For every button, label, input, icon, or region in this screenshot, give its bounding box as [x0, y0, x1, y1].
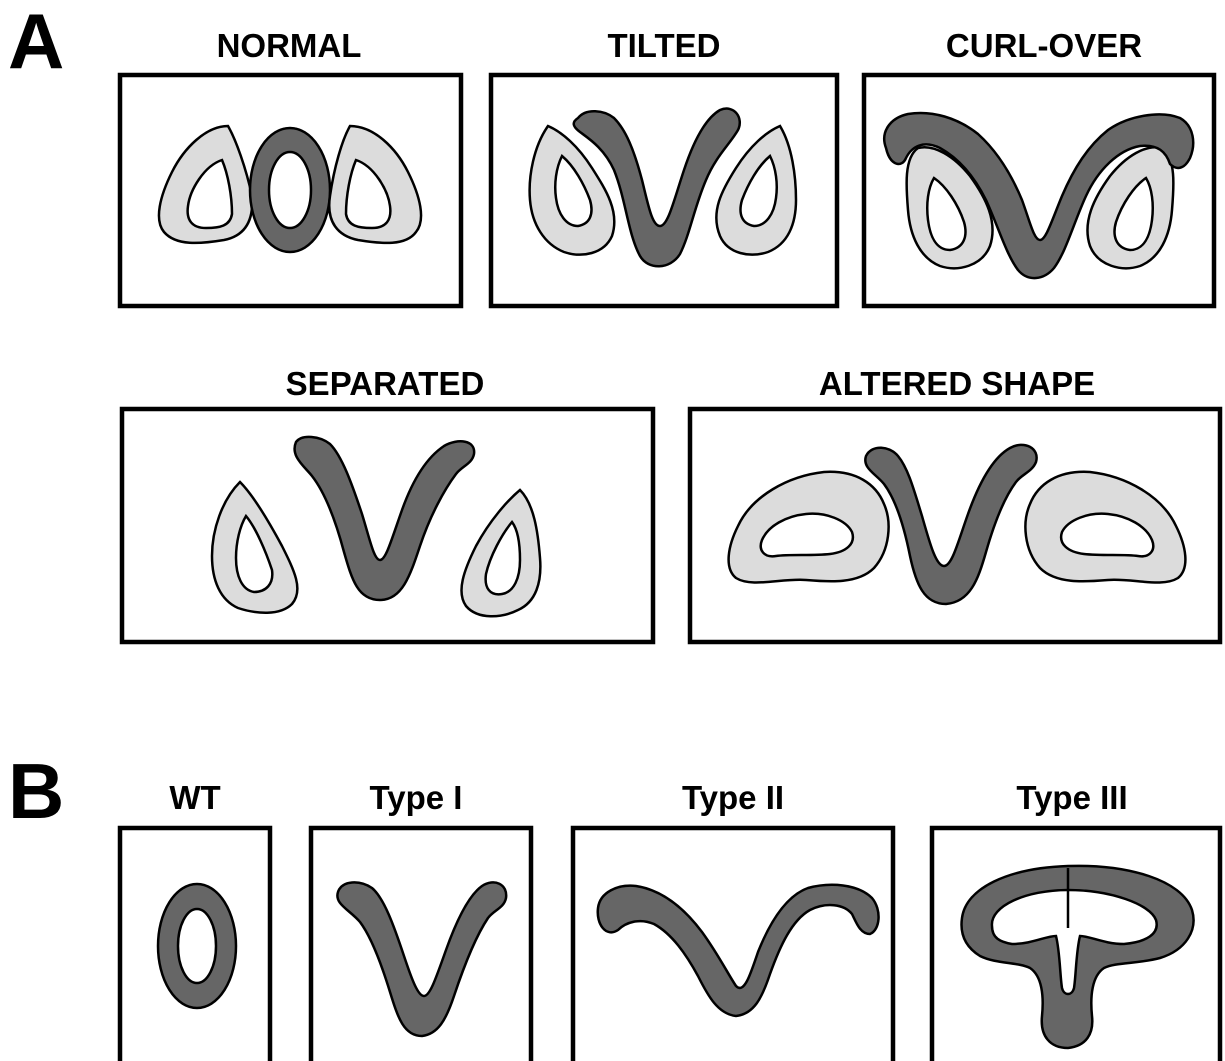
type-2-label: Type II	[682, 779, 784, 816]
separated-label: SEPARATED	[286, 365, 485, 402]
wt-illustration	[158, 884, 236, 1008]
normal-label: NORMAL	[217, 27, 362, 64]
type-3-label: Type III	[1016, 779, 1127, 816]
curl-over-label: CURL-OVER	[946, 27, 1142, 64]
type-1-label: Type I	[370, 779, 463, 816]
type-2-box	[573, 828, 893, 1061]
normal-illustration	[159, 126, 421, 252]
separated-box	[122, 409, 653, 642]
panel-a-letter: A	[8, 0, 64, 85]
panel-b-letter: B	[8, 747, 64, 835]
wt-label: WT	[169, 779, 220, 816]
altered-shape-label: ALTERED SHAPE	[819, 365, 1095, 402]
tilted-label: TILTED	[607, 27, 720, 64]
